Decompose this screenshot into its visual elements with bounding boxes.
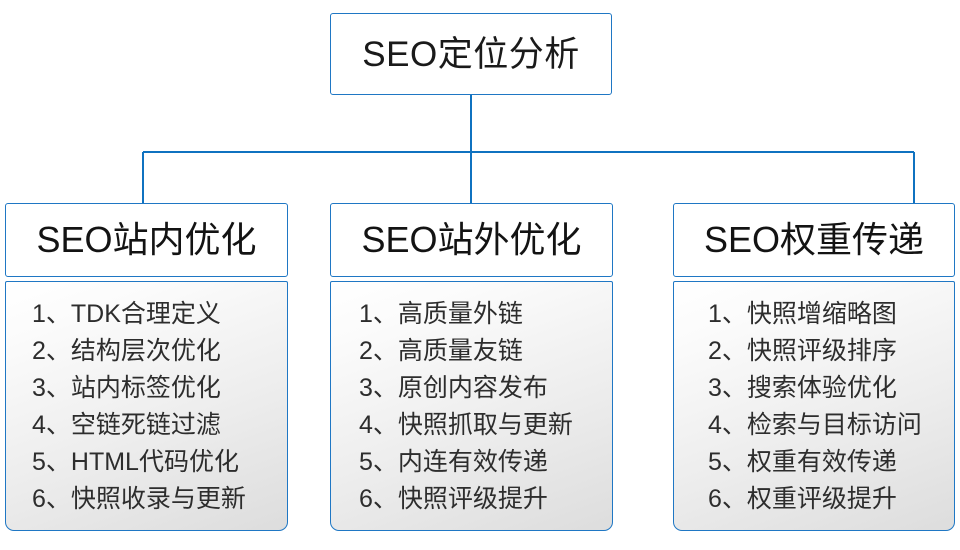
list-item: 3、站内标签优化	[32, 374, 221, 402]
list-item: 4、快照抓取与更新	[359, 411, 573, 439]
branch-header[interactable]: SEO站外优化	[330, 203, 613, 277]
list-item: 2、结构层次优化	[32, 337, 221, 365]
branch-item-list: 1、TDK合理定义 2、结构层次优化 3、站内标签优化 4、空链死链过滤 5、H…	[5, 281, 288, 531]
list-item: 1、快照增缩略图	[708, 300, 897, 328]
branch-item-list: 1、快照增缩略图 2、快照评级排序 3、搜索体验优化 4、检索与目标访问 5、权…	[673, 281, 955, 531]
root-node[interactable]: SEO定位分析	[330, 13, 612, 95]
branch-item-list: 1、高质量外链 2、高质量友链 3、原创内容发布 4、快照抓取与更新 5、内连有…	[330, 281, 613, 531]
branch-seo-offsite[interactable]: SEO站外优化 1、高质量外链 2、高质量友链 3、原创内容发布 4、快照抓取与…	[330, 203, 613, 531]
list-item: 6、权重评级提升	[708, 485, 897, 513]
list-item: 2、快照评级排序	[708, 337, 897, 365]
branch-header[interactable]: SEO权重传递	[673, 203, 955, 277]
list-item: 6、快照评级提升	[359, 485, 548, 513]
branch-header-title: SEO权重传递	[703, 219, 925, 260]
branch-seo-onsite[interactable]: SEO站内优化 1、TDK合理定义 2、结构层次优化 3、站内标签优化 4、空链…	[5, 203, 288, 531]
list-item: 1、TDK合理定义	[32, 300, 221, 328]
list-item: 5、权重有效传递	[708, 448, 897, 476]
list-item: 5、HTML代码优化	[32, 448, 239, 476]
branch-seo-weight[interactable]: SEO权重传递 1、快照增缩略图 2、快照评级排序 3、搜索体验优化 4、检索与…	[673, 203, 955, 531]
list-item: 6、快照收录与更新	[32, 485, 246, 513]
list-item: 3、原创内容发布	[359, 374, 548, 402]
branch-header-title: SEO站内优化	[36, 219, 257, 260]
list-item: 3、搜索体验优化	[708, 374, 897, 402]
list-item: 1、高质量外链	[359, 300, 523, 328]
list-item: 4、检索与目标访问	[708, 411, 922, 439]
list-item: 5、内连有效传递	[359, 448, 548, 476]
list-item: 4、空链死链过滤	[32, 411, 221, 439]
branch-header[interactable]: SEO站内优化	[5, 203, 288, 277]
list-item: 2、高质量友链	[359, 337, 523, 365]
branch-header-title: SEO站外优化	[361, 219, 582, 260]
root-node-title: SEO定位分析	[362, 34, 580, 74]
